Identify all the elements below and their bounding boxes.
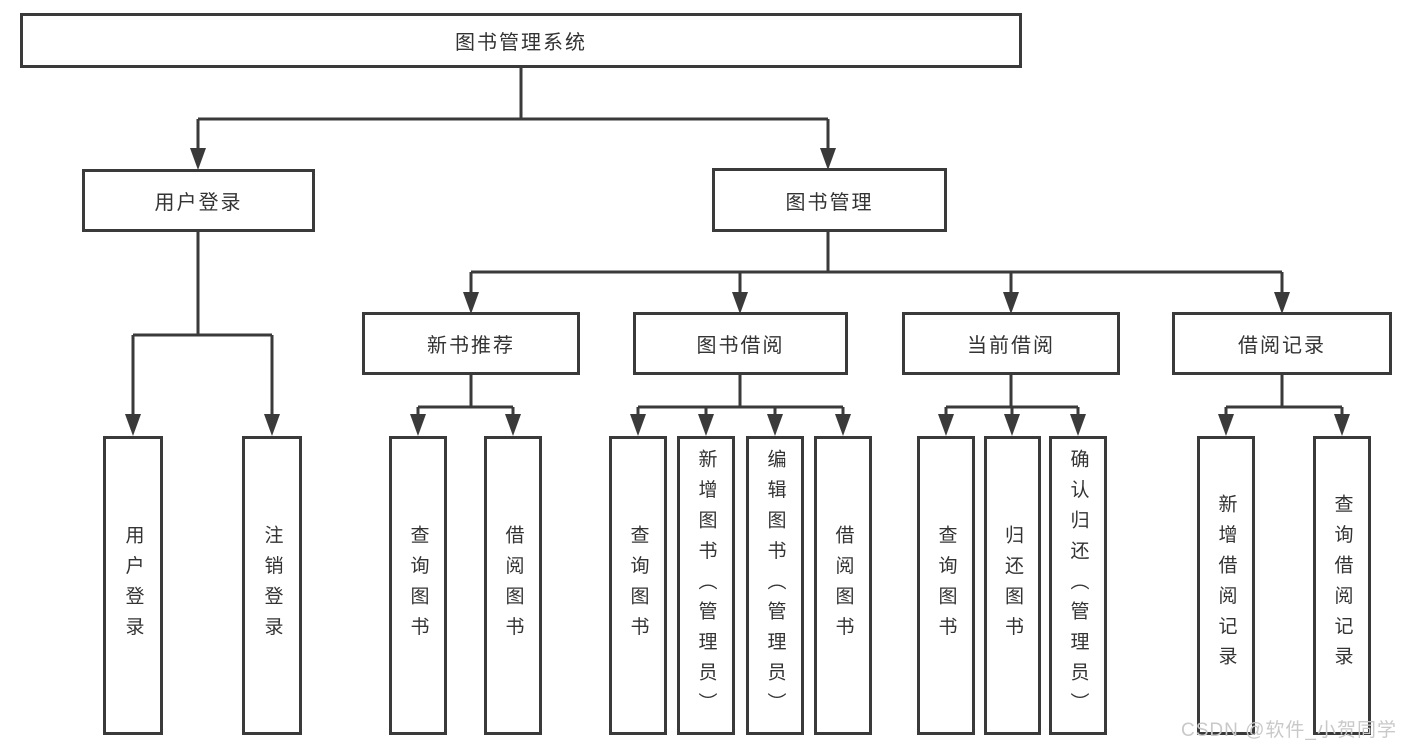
leaf-current-confirm-return-admin: 确认归还（管理员） bbox=[1049, 436, 1107, 735]
arrow-icon bbox=[1003, 292, 1019, 314]
leaf-label: 注销登录 bbox=[261, 524, 283, 647]
leaf-label: 查询借阅记录 bbox=[1331, 494, 1353, 677]
leaf-label: 确认归还（管理员） bbox=[1067, 448, 1089, 723]
leaf-user-login: 用户登录 bbox=[103, 436, 163, 735]
arrowheads bbox=[125, 148, 1350, 436]
connector-bookmgmt-to-level3 bbox=[469, 232, 1284, 292]
leaf-label: 借阅图书 bbox=[502, 524, 524, 647]
leaf-record-query-borrow-record: 查询借阅记录 bbox=[1313, 436, 1371, 735]
node-root-label: 图书管理系统 bbox=[455, 32, 587, 54]
connector-root-to-level2 bbox=[196, 68, 830, 150]
connector-lines bbox=[131, 68, 1344, 416]
leaf-logout: 注销登录 bbox=[242, 436, 302, 735]
node-root: 图书管理系统 bbox=[20, 13, 1022, 68]
leaf-label: 新增借阅记录 bbox=[1215, 494, 1237, 677]
arrow-icon bbox=[190, 148, 206, 170]
connector-bookborrow-to-leaves bbox=[636, 375, 845, 416]
leaf-borrow-edit-books-admin: 编辑图书（管理员） bbox=[746, 436, 804, 735]
node-new-book-label: 新书推荐 bbox=[427, 335, 515, 357]
leaf-current-query-books: 查询图书 bbox=[917, 436, 975, 735]
arrow-icon bbox=[938, 414, 954, 436]
arrow-icon bbox=[264, 414, 280, 436]
connector-userlogin-to-leaves bbox=[131, 232, 274, 416]
leaf-label: 查询图书 bbox=[935, 524, 957, 647]
arrow-icon bbox=[698, 414, 714, 436]
leaf-label: 查询图书 bbox=[407, 524, 429, 647]
arrow-icon bbox=[630, 414, 646, 436]
watermark: CSDN @软件_小贺同学 bbox=[1181, 720, 1397, 741]
leaf-label: 查询图书 bbox=[627, 524, 649, 647]
arrow-icon bbox=[835, 414, 851, 436]
arrow-icon bbox=[1274, 292, 1290, 314]
leaf-label: 归还图书 bbox=[1002, 524, 1023, 647]
arrow-icon bbox=[505, 414, 521, 436]
leaf-borrow-query-books: 查询图书 bbox=[609, 436, 667, 735]
arrow-icon bbox=[732, 292, 748, 314]
arrow-icon bbox=[1070, 414, 1086, 436]
node-current-borrow: 当前借阅 bbox=[902, 312, 1120, 375]
leaf-record-add-borrow-record: 新增借阅记录 bbox=[1197, 436, 1255, 735]
leaf-borrow-add-books-admin: 新增图书（管理员） bbox=[677, 436, 735, 735]
node-book-mgmt: 图书管理 bbox=[712, 168, 947, 232]
node-book-borrow-label: 图书借阅 bbox=[696, 335, 785, 357]
leaf-label: 编辑图书（管理员） bbox=[764, 448, 786, 723]
connector-currentborrow-to-leaves bbox=[944, 375, 1080, 416]
connector-borrowrecord-to-leaves bbox=[1224, 375, 1344, 416]
leaf-newbook-borrow-books: 借阅图书 bbox=[484, 436, 542, 735]
node-borrow-record-label: 借阅记录 bbox=[1238, 335, 1326, 357]
connector-newbook-to-leaves bbox=[416, 375, 515, 416]
arrow-icon bbox=[767, 414, 783, 436]
leaf-label: 借阅图书 bbox=[832, 524, 854, 647]
arrow-icon bbox=[1218, 414, 1234, 436]
node-borrow-record: 借阅记录 bbox=[1172, 312, 1392, 375]
leaf-newbook-query-books: 查询图书 bbox=[389, 436, 447, 735]
leaf-label: 用户登录 bbox=[122, 524, 144, 647]
arrow-icon bbox=[1334, 414, 1350, 436]
leaf-current-return-books: 归还图书 bbox=[984, 436, 1041, 735]
arrow-icon bbox=[1004, 414, 1020, 436]
node-user-login: 用户登录 bbox=[82, 169, 315, 232]
arrow-icon bbox=[463, 292, 479, 314]
arrow-icon bbox=[410, 414, 426, 436]
arrow-icon bbox=[125, 414, 141, 436]
node-current-borrow-label: 当前借阅 bbox=[967, 335, 1055, 357]
node-book-mgmt-label: 图书管理 bbox=[785, 191, 874, 214]
node-new-book: 新书推荐 bbox=[362, 312, 580, 375]
arrow-icon bbox=[820, 148, 836, 170]
leaf-borrow-borrow-books: 借阅图书 bbox=[814, 436, 872, 735]
node-user-login-label: 用户登录 bbox=[154, 192, 243, 214]
node-book-borrow: 图书借阅 bbox=[633, 312, 848, 375]
leaf-label: 新增图书（管理员） bbox=[695, 448, 717, 723]
